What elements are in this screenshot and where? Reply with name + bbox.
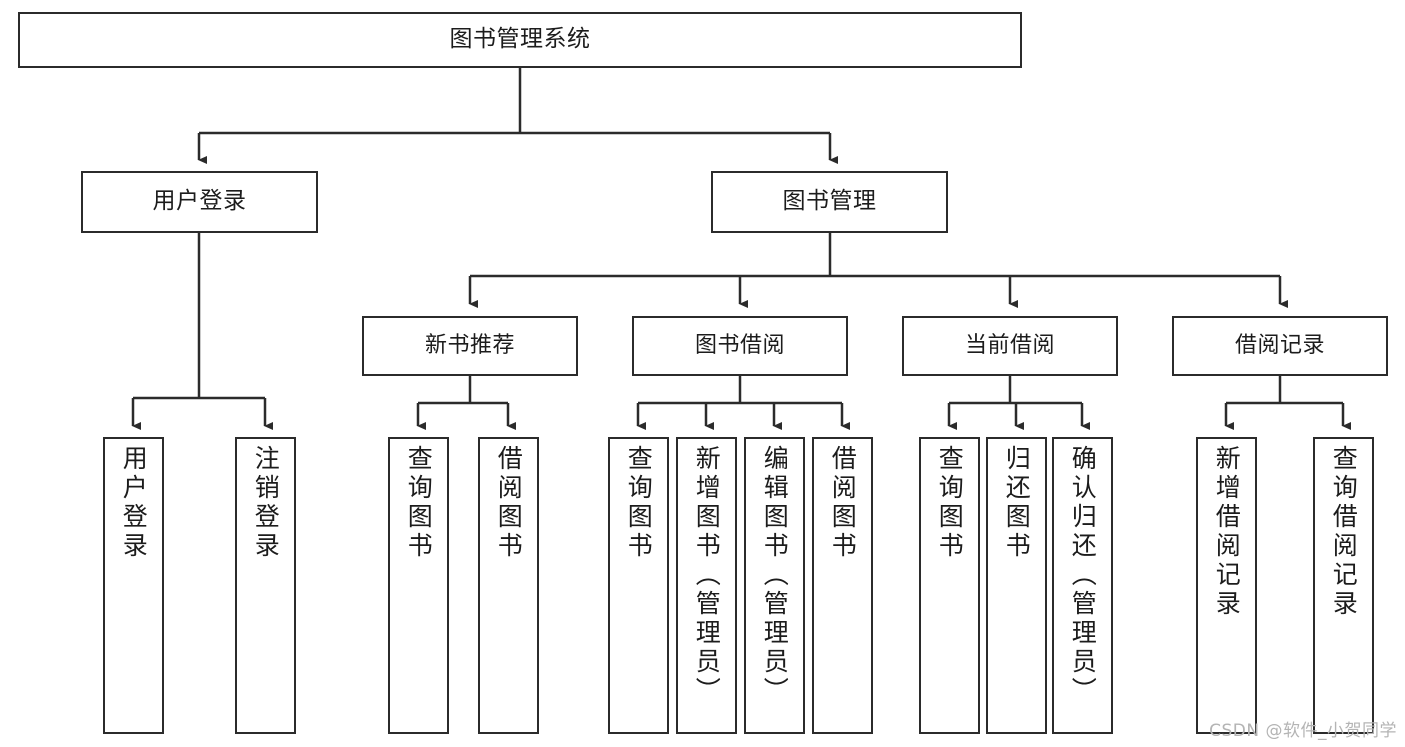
node-label: 新书推荐 <box>424 333 515 359</box>
node-label: 当前借阅 <box>964 333 1055 359</box>
leaf-label: 新增图书（管理员） <box>692 445 722 706</box>
leaf-recommend-borrow-book[interactable]: 借阅图书 <box>478 437 539 734</box>
node-book-borrow[interactable]: 图书借阅 <box>632 316 848 376</box>
leaf-label: 查询图书 <box>935 445 965 561</box>
leaf-record-query-record[interactable]: 查询借阅记录 <box>1313 437 1374 734</box>
leaf-current-return-book[interactable]: 归还图书 <box>986 437 1047 734</box>
leaf-current-confirm-return-admin[interactable]: 确认归还（管理员） <box>1052 437 1113 734</box>
node-label: 图书借阅 <box>694 333 785 359</box>
leaf-record-add-record[interactable]: 新增借阅记录 <box>1196 437 1257 734</box>
leaf-label: 新增借阅记录 <box>1212 445 1242 619</box>
leaf-borrow-query-book[interactable]: 查询图书 <box>608 437 669 734</box>
node-book-management[interactable]: 图书管理 <box>711 171 948 233</box>
leaf-user-login-logout[interactable]: 注销登录 <box>235 437 296 734</box>
leaf-label: 编辑图书（管理员） <box>760 445 790 706</box>
leaf-label: 确认归还（管理员） <box>1068 445 1098 706</box>
leaf-current-query-book[interactable]: 查询图书 <box>919 437 980 734</box>
node-current-borrow[interactable]: 当前借阅 <box>902 316 1118 376</box>
node-label: 借阅记录 <box>1234 333 1325 359</box>
leaf-borrow-add-book-admin[interactable]: 新增图书（管理员） <box>676 437 737 734</box>
node-new-book-recommend[interactable]: 新书推荐 <box>362 316 578 376</box>
node-borrow-record[interactable]: 借阅记录 <box>1172 316 1388 376</box>
leaf-label: 归还图书 <box>1002 445 1032 561</box>
node-label: 图书管理系统 <box>449 26 591 53</box>
leaf-label: 借阅图书 <box>494 445 524 561</box>
leaf-label: 查询图书 <box>404 445 434 561</box>
leaf-label: 查询图书 <box>624 445 654 561</box>
node-label: 图书管理 <box>782 188 877 215</box>
leaf-label: 借阅图书 <box>828 445 858 561</box>
leaf-label: 查询借阅记录 <box>1329 445 1359 619</box>
leaf-recommend-query-book[interactable]: 查询图书 <box>388 437 449 734</box>
node-label: 用户登录 <box>152 188 247 215</box>
leaf-user-login-login[interactable]: 用户登录 <box>103 437 164 734</box>
node-root-system[interactable]: 图书管理系统 <box>18 12 1022 68</box>
node-user-login[interactable]: 用户登录 <box>81 171 318 233</box>
leaf-label: 用户登录 <box>119 445 149 561</box>
leaf-borrow-edit-book-admin[interactable]: 编辑图书（管理员） <box>744 437 805 734</box>
leaf-borrow-borrow-book[interactable]: 借阅图书 <box>812 437 873 734</box>
leaf-label: 注销登录 <box>251 445 281 561</box>
